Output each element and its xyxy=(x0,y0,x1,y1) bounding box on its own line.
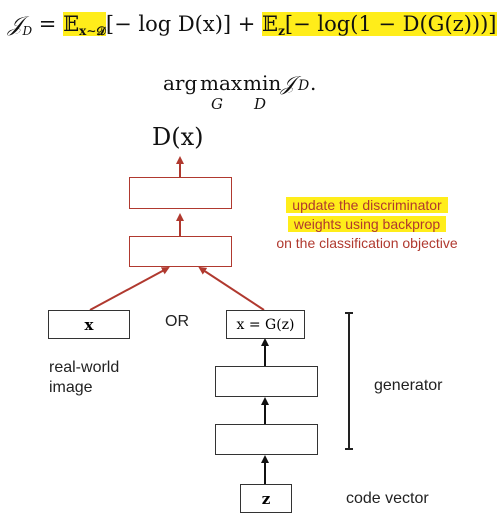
min-subscript: D xyxy=(254,95,267,113)
generated-data-term-body: [− log(1 − D(G(z)))] xyxy=(284,12,497,36)
discriminator-layer-top xyxy=(129,177,232,209)
real-data-term-body: [− log D(x)] xyxy=(105,12,232,36)
real-image-box-label: x xyxy=(84,315,94,334)
annotation-line-1: update the discriminator xyxy=(286,197,448,213)
discriminator-loss-equation: 𝒥D = 𝔼x∼𝒟[− log D(x)] + 𝔼z[− log(1 − D(G… xyxy=(8,8,497,47)
annotation-line-2: weights using backprop xyxy=(287,216,447,232)
code-vector-caption: code vector xyxy=(346,490,429,507)
real-caption-line-1: real-world xyxy=(49,359,120,376)
min-operator: min xyxy=(243,71,282,95)
max-operator: max xyxy=(200,71,243,95)
real-data-term: 𝔼x∼𝒟 xyxy=(63,12,106,38)
arrow-real-to-discriminator xyxy=(89,267,170,311)
or-label: OR xyxy=(165,313,189,330)
arrow-generated-to-discriminator xyxy=(198,266,265,311)
equals-sign: = xyxy=(32,12,64,36)
expectation-subscript-data: x∼𝒟 xyxy=(79,24,106,38)
minimax-objective: arg max G min D 𝒥 D . xyxy=(163,71,363,121)
code-vector-box-label: z xyxy=(261,489,271,508)
arg-operator: arg xyxy=(163,71,198,95)
expectation-subscript-z: z xyxy=(278,24,285,38)
code-vector-box: z xyxy=(240,484,292,513)
objective-target: 𝒥 xyxy=(281,71,295,95)
expectation-symbol: 𝔼 xyxy=(63,12,80,36)
loss-symbol: 𝒥 xyxy=(8,12,23,36)
plus-sign: + xyxy=(231,12,263,36)
annotation-line-3: on the classification objective xyxy=(276,235,458,251)
generator-layer-upper xyxy=(215,366,318,397)
discriminator-output-label: D(x) xyxy=(152,123,204,151)
backprop-annotation: update the discriminator weights using b… xyxy=(262,196,472,253)
generator-layer-lower xyxy=(215,424,318,455)
discriminator-layer-bottom xyxy=(129,236,232,267)
expectation-symbol-2: 𝔼 xyxy=(262,12,279,36)
objective-period: . xyxy=(310,71,317,95)
loss-subscript: D xyxy=(22,24,33,38)
real-world-image-caption: real-world image xyxy=(49,358,119,398)
objective-target-subscript: D xyxy=(298,78,310,94)
generated-image-box: x = G(z) xyxy=(226,310,305,339)
max-subscript: G xyxy=(211,95,223,113)
generator-label: generator xyxy=(374,377,443,394)
real-caption-line-2: image xyxy=(49,379,93,396)
real-image-box: x xyxy=(48,310,130,339)
generated-data-term: 𝔼z[− log(1 − D(G(z)))] xyxy=(262,12,497,38)
generated-image-box-label: x = G(z) xyxy=(236,316,295,333)
